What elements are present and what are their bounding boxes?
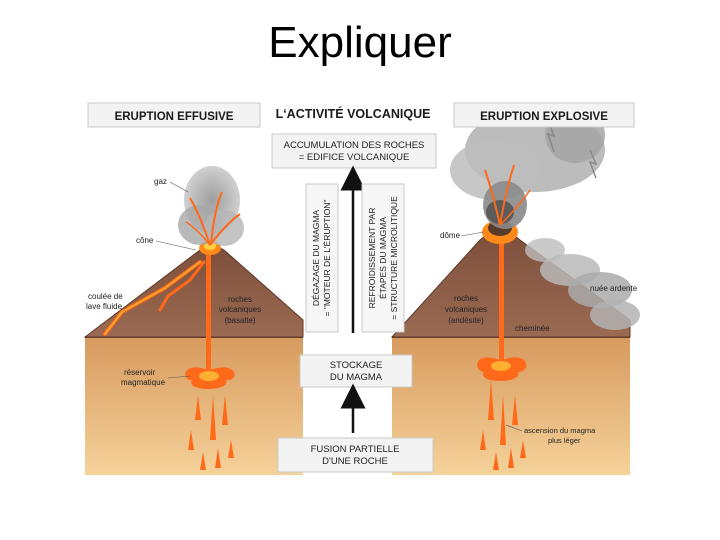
magma-reservoir-left bbox=[185, 367, 235, 470]
accumulation-box bbox=[271, 133, 437, 169]
label-nuee: nuée ardente bbox=[590, 284, 638, 293]
fusion-box bbox=[277, 437, 434, 473]
label-roches-right-1: roches bbox=[454, 294, 478, 303]
nuee-ardente-cloud bbox=[525, 238, 640, 330]
fusion-line-2: D'UNE ROCHE bbox=[322, 456, 388, 467]
leader-gaz bbox=[169, 181, 189, 193]
leader-ascension bbox=[505, 424, 523, 432]
leader-reservoir bbox=[167, 375, 191, 379]
label-gaz: gaz bbox=[154, 177, 167, 186]
label-coulee-2: lave fluide bbox=[86, 302, 123, 311]
refroidissement-line-3: = STRUCTURE MICROLITIQUE bbox=[389, 196, 399, 320]
header-explosive: ERUPTION EXPLOSIVE bbox=[480, 111, 608, 123]
label-dome: dôme bbox=[440, 231, 461, 240]
stockage-line-2: DU MAGMA bbox=[330, 372, 383, 383]
magma-reservoir-right bbox=[477, 357, 527, 470]
label-roches-left-2: volcaniques bbox=[219, 305, 261, 314]
header-box-effusive bbox=[87, 102, 261, 128]
label-ascension-2: plus léger bbox=[548, 436, 581, 445]
label-reservoir-1: réservoir bbox=[124, 368, 155, 377]
refroidissement-box bbox=[361, 183, 405, 333]
label-roches-right-3: (andésite) bbox=[448, 316, 484, 325]
effusive-gas-plume bbox=[178, 166, 244, 246]
stockage-line-1: STOCKAGE bbox=[330, 360, 383, 371]
refroidissement-line-1: REFROIDISSEMENT PAR bbox=[367, 208, 377, 309]
header-box-explosive bbox=[453, 102, 635, 128]
degazage-line-1: DÉGAZAGE DU MAGMA bbox=[311, 209, 321, 306]
label-cone: cône bbox=[136, 236, 154, 245]
stockage-box bbox=[299, 354, 413, 388]
header-activite: L‘ACTIVITÉ VOLCANIQUE bbox=[276, 106, 431, 121]
fusion-line-1: FUSION PARTIELLE bbox=[311, 444, 400, 455]
refroidissement-line-2: ÉTAPES DU MAGMA bbox=[378, 217, 388, 299]
explosive-ash-cloud bbox=[450, 107, 605, 229]
accumulation-line-1: ACCUMULATION DES ROCHES bbox=[284, 140, 425, 151]
leader-dome bbox=[460, 231, 485, 237]
header-effusive: ERUPTION EFFUSIVE bbox=[115, 111, 234, 123]
label-reservoir-2: magmatique bbox=[121, 378, 166, 387]
accumulation-line-2: = EDIFICE VOLCANIQUE bbox=[299, 152, 410, 163]
label-ascension-1: ascension du magma bbox=[524, 426, 596, 435]
ground-left bbox=[85, 337, 303, 475]
leader-cone bbox=[155, 240, 197, 251]
label-cheminee: cheminée bbox=[515, 324, 550, 333]
degazage-box bbox=[305, 183, 339, 333]
label-coulee-1: coulée de bbox=[88, 292, 123, 301]
label-roches-left-1: roches bbox=[228, 295, 252, 304]
degazage-line-2: = "MOTEUR DE L'ÉRUPTION" bbox=[322, 200, 332, 317]
slide-title: Expliquer bbox=[268, 18, 452, 67]
label-roches-right-2: volcaniques bbox=[445, 305, 487, 314]
label-roches-left-3: (basalte) bbox=[224, 316, 255, 325]
